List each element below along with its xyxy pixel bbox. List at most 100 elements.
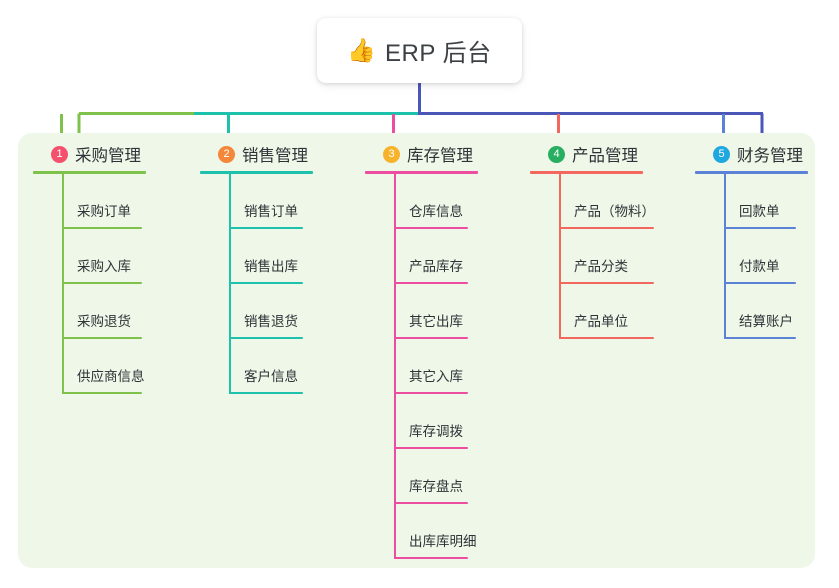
branch-underline	[530, 171, 643, 174]
branch-underline	[695, 171, 808, 174]
branch-item-underline	[62, 392, 142, 394]
branch-item-label: 客户信息	[244, 369, 298, 384]
branch-item[interactable]: 仓库信息	[394, 174, 478, 229]
branch-item-label: 产品（物料）	[574, 204, 655, 219]
diagram-background-panel	[18, 133, 815, 568]
branch-body: 产品（物料） 产品分类产品单位	[559, 174, 655, 339]
branch-column-5: 5 财务管理回款单付款单结算账户	[695, 142, 808, 339]
branch-item[interactable]: 库存盘点	[394, 449, 478, 504]
branch-item-label: 产品分类	[574, 259, 628, 274]
branch-number-badge: 2	[218, 145, 235, 163]
branch-item[interactable]: 其它入库	[394, 339, 478, 394]
branch-item[interactable]: 产品单位	[559, 284, 654, 339]
branch-item-label: 出库库明细	[409, 534, 477, 549]
branch-spine	[62, 174, 64, 394]
branch-title: 采购管理	[75, 147, 141, 165]
branch-item-label: 付款单	[739, 259, 780, 274]
branch-item[interactable]: 付款单	[724, 229, 808, 284]
branch-item[interactable]: 销售订单	[229, 174, 313, 229]
branch-spine	[394, 174, 396, 559]
branch-header-4[interactable]: 4 产品管理	[530, 142, 643, 166]
branch-item-label: 销售订单	[244, 204, 298, 219]
branch-item[interactable]: 结算账户	[724, 284, 808, 339]
branch-item-underline	[724, 227, 796, 229]
branch-item-underline	[394, 502, 468, 504]
branch-number-badge: 3	[383, 145, 400, 163]
branch-title: 财务管理	[737, 147, 803, 165]
branch-header-2[interactable]: 2 销售管理	[200, 142, 313, 166]
branch-number-badge: 1	[51, 145, 68, 163]
branch-item-label: 供应商信息	[77, 369, 145, 384]
branch-item[interactable]: 回款单	[724, 174, 808, 229]
root-node-card[interactable]: 👍 ERP 后台	[317, 18, 522, 83]
branch-item[interactable]: 采购退货	[62, 284, 146, 339]
root-title: ERP 后台	[385, 40, 492, 67]
branch-item[interactable]: 产品分类	[559, 229, 654, 284]
branch-item-underline	[62, 282, 142, 284]
branch-item-label: 销售出库	[244, 259, 298, 274]
branch-item-underline	[62, 227, 142, 229]
branch-underline	[200, 171, 313, 174]
branch-item-underline	[394, 337, 468, 339]
thumbs-up-icon: 👍	[347, 37, 377, 63]
branch-item-underline	[229, 392, 303, 394]
branch-spine	[229, 174, 231, 394]
branch-item[interactable]: 供应商信息	[62, 339, 146, 394]
branch-column-3: 3 库存管理仓库信息产品库存其它出库其它入库库存调拨库存盘点出库库明细	[365, 142, 478, 559]
branch-item-underline	[724, 282, 796, 284]
branch-item-label: 采购退货	[77, 314, 131, 329]
branch-spine	[559, 174, 561, 339]
branch-item[interactable]: 产品（物料）	[559, 174, 655, 229]
branch-item-underline	[559, 227, 654, 229]
branch-item-underline	[394, 282, 468, 284]
branch-item-label: 其它出库	[409, 314, 463, 329]
branch-spine	[724, 174, 726, 339]
branch-header-5[interactable]: 5 财务管理	[695, 142, 808, 166]
branch-item[interactable]: 销售退货	[229, 284, 313, 339]
branch-item-label: 采购入库	[77, 259, 131, 274]
branch-item-underline	[394, 392, 468, 394]
branch-item-label: 结算账户	[739, 314, 793, 329]
branch-number-badge: 5	[713, 145, 730, 163]
branch-title: 库存管理	[407, 147, 473, 165]
branch-item-label: 产品库存	[409, 259, 463, 274]
branch-item[interactable]: 其它出库	[394, 284, 478, 339]
branch-item-underline	[229, 337, 303, 339]
branch-item-underline	[559, 337, 654, 339]
branch-item-label: 采购订单	[77, 204, 131, 219]
branch-item[interactable]: 采购入库	[62, 229, 146, 284]
branch-item-label: 销售退货	[244, 314, 298, 329]
branch-item-label: 其它入库	[409, 369, 463, 384]
branch-item-underline	[62, 337, 142, 339]
branch-item[interactable]: 库存调拨	[394, 394, 478, 449]
branch-item-underline	[559, 282, 654, 284]
branch-item-underline	[394, 227, 468, 229]
branch-header-3[interactable]: 3 库存管理	[365, 142, 478, 166]
branch-body: 采购订单采购入库采购退货供应商信息	[62, 174, 146, 394]
branch-item-label: 回款单	[739, 204, 780, 219]
branch-column-2: 2 销售管理销售订单销售出库销售退货客户信息	[200, 142, 313, 394]
branch-column-4: 4 产品管理产品（物料） 产品分类产品单位	[530, 142, 655, 339]
branch-item-label: 产品单位	[574, 314, 628, 329]
branch-column-1: 1 采购管理采购订单采购入库采购退货供应商信息	[33, 142, 146, 394]
branch-item-label: 库存盘点	[409, 479, 463, 494]
branch-item[interactable]: 客户信息	[229, 339, 313, 394]
branch-underline	[33, 171, 146, 174]
branch-header-1[interactable]: 1 采购管理	[33, 142, 146, 166]
branch-title: 产品管理	[572, 147, 638, 165]
branch-underline	[365, 171, 478, 174]
branch-item[interactable]: 销售出库	[229, 229, 313, 284]
branch-title: 销售管理	[242, 147, 308, 165]
branch-item-label: 库存调拨	[409, 424, 463, 439]
branch-number-badge: 4	[548, 145, 565, 163]
branch-item-label: 仓库信息	[409, 204, 463, 219]
branch-body: 销售订单销售出库销售退货客户信息	[229, 174, 313, 394]
branch-item-underline	[229, 227, 303, 229]
branch-item-underline	[394, 447, 468, 449]
branch-item-underline	[229, 282, 303, 284]
branch-item-underline	[724, 337, 796, 339]
branch-item[interactable]: 产品库存	[394, 229, 478, 284]
branch-item[interactable]: 采购订单	[62, 174, 146, 229]
branch-item[interactable]: 出库库明细	[394, 504, 478, 559]
